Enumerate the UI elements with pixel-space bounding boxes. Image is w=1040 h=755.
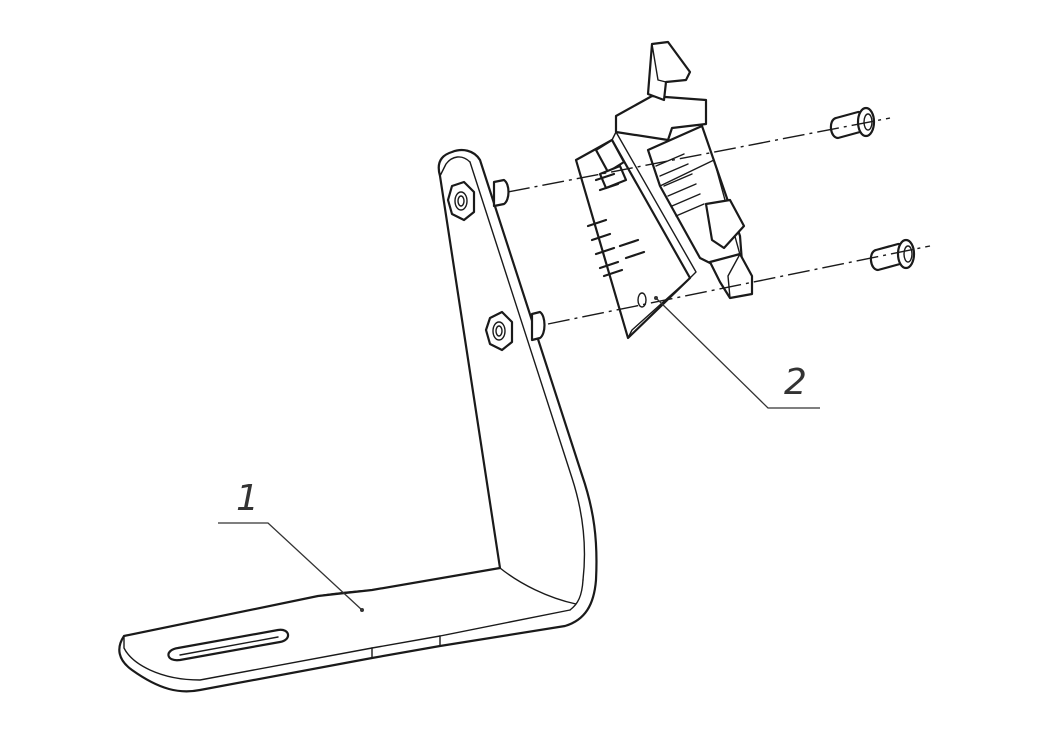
callout-2-label: 2 — [784, 362, 807, 403]
callout-1: 1 — [218, 478, 364, 612]
screw-lower — [869, 238, 916, 272]
callout-2: 2 — [654, 296, 820, 409]
stud-lower — [530, 310, 546, 342]
assembly-axis-upper — [507, 117, 891, 193]
stud-upper — [492, 178, 510, 208]
nut-lower — [484, 310, 514, 352]
callout-1-label: 1 — [236, 478, 259, 519]
board-part-2 — [574, 40, 754, 340]
assembly-axis-lower — [547, 245, 931, 325]
bracket-part-1 — [118, 149, 598, 693]
nut-upper — [446, 180, 476, 222]
